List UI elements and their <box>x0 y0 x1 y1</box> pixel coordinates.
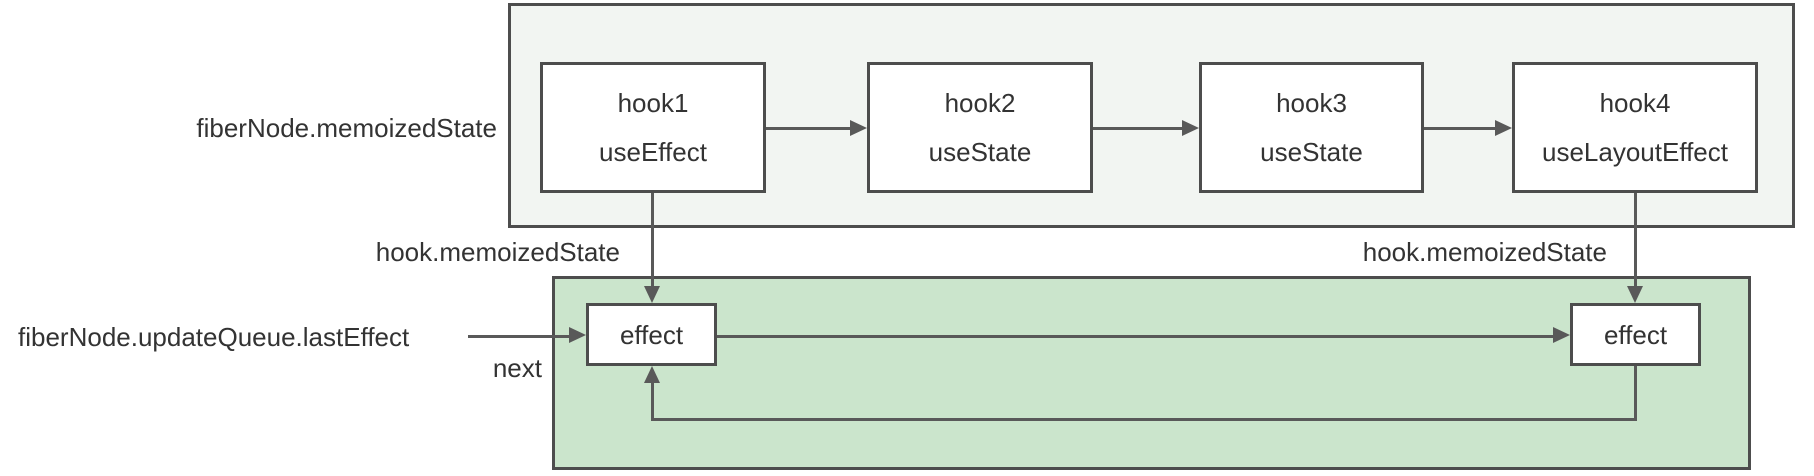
hook1-node: hook1 useEffect <box>540 62 766 193</box>
hook-memoized-state-label-right: hook.memoizedState <box>1362 237 1607 267</box>
hook2-type: useState <box>928 137 1032 167</box>
hook2-name: hook2 <box>944 88 1016 118</box>
hook4-type: useLayoutEffect <box>1542 137 1728 167</box>
next-label: next <box>492 353 542 383</box>
hook4-node: hook4 useLayoutEffect <box>1512 62 1758 193</box>
arrow-line <box>651 382 654 420</box>
effect-node-first: effect <box>586 303 717 366</box>
hook3-node: hook3 useState <box>1199 62 1424 193</box>
effect-last-label: effect <box>1603 319 1668 350</box>
effect-first-label: effect <box>619 319 684 350</box>
arrow-line <box>766 127 852 130</box>
hook1-name: hook1 <box>617 88 689 118</box>
last-effect-label: fiberNode.updateQueue.lastEffect <box>18 322 410 352</box>
update-queue-container <box>552 276 1751 470</box>
arrow-line <box>651 193 654 287</box>
arrowhead-right-icon <box>1495 120 1512 136</box>
hook3-type: useState <box>1260 137 1363 167</box>
effect-node-last: effect <box>1570 303 1701 366</box>
arrowhead-right-icon <box>1553 327 1570 343</box>
arrowhead-right-icon <box>1182 120 1199 136</box>
arrow-line <box>651 418 1637 421</box>
arrowhead-right-icon <box>569 327 586 343</box>
fiber-memoized-state-label: fiberNode.memoizedState <box>196 113 497 143</box>
hook1-type: useEffect <box>599 137 707 167</box>
hook4-name: hook4 <box>1599 88 1671 118</box>
arrowhead-down-icon <box>644 286 660 303</box>
arrowhead-up-icon <box>644 366 660 383</box>
arrowhead-right-icon <box>850 120 867 136</box>
arrow-line <box>468 335 569 338</box>
arrow-line <box>1634 193 1637 287</box>
arrow-line <box>1424 127 1496 130</box>
hook3-name: hook3 <box>1276 88 1347 118</box>
arrow-line <box>1634 366 1637 421</box>
arrow-line <box>717 335 1553 338</box>
hook2-node: hook2 useState <box>867 62 1093 193</box>
hook-memoized-state-label-left: hook.memoizedState <box>375 237 620 267</box>
arrowhead-down-icon <box>1627 286 1643 303</box>
arrow-line <box>1093 127 1183 130</box>
